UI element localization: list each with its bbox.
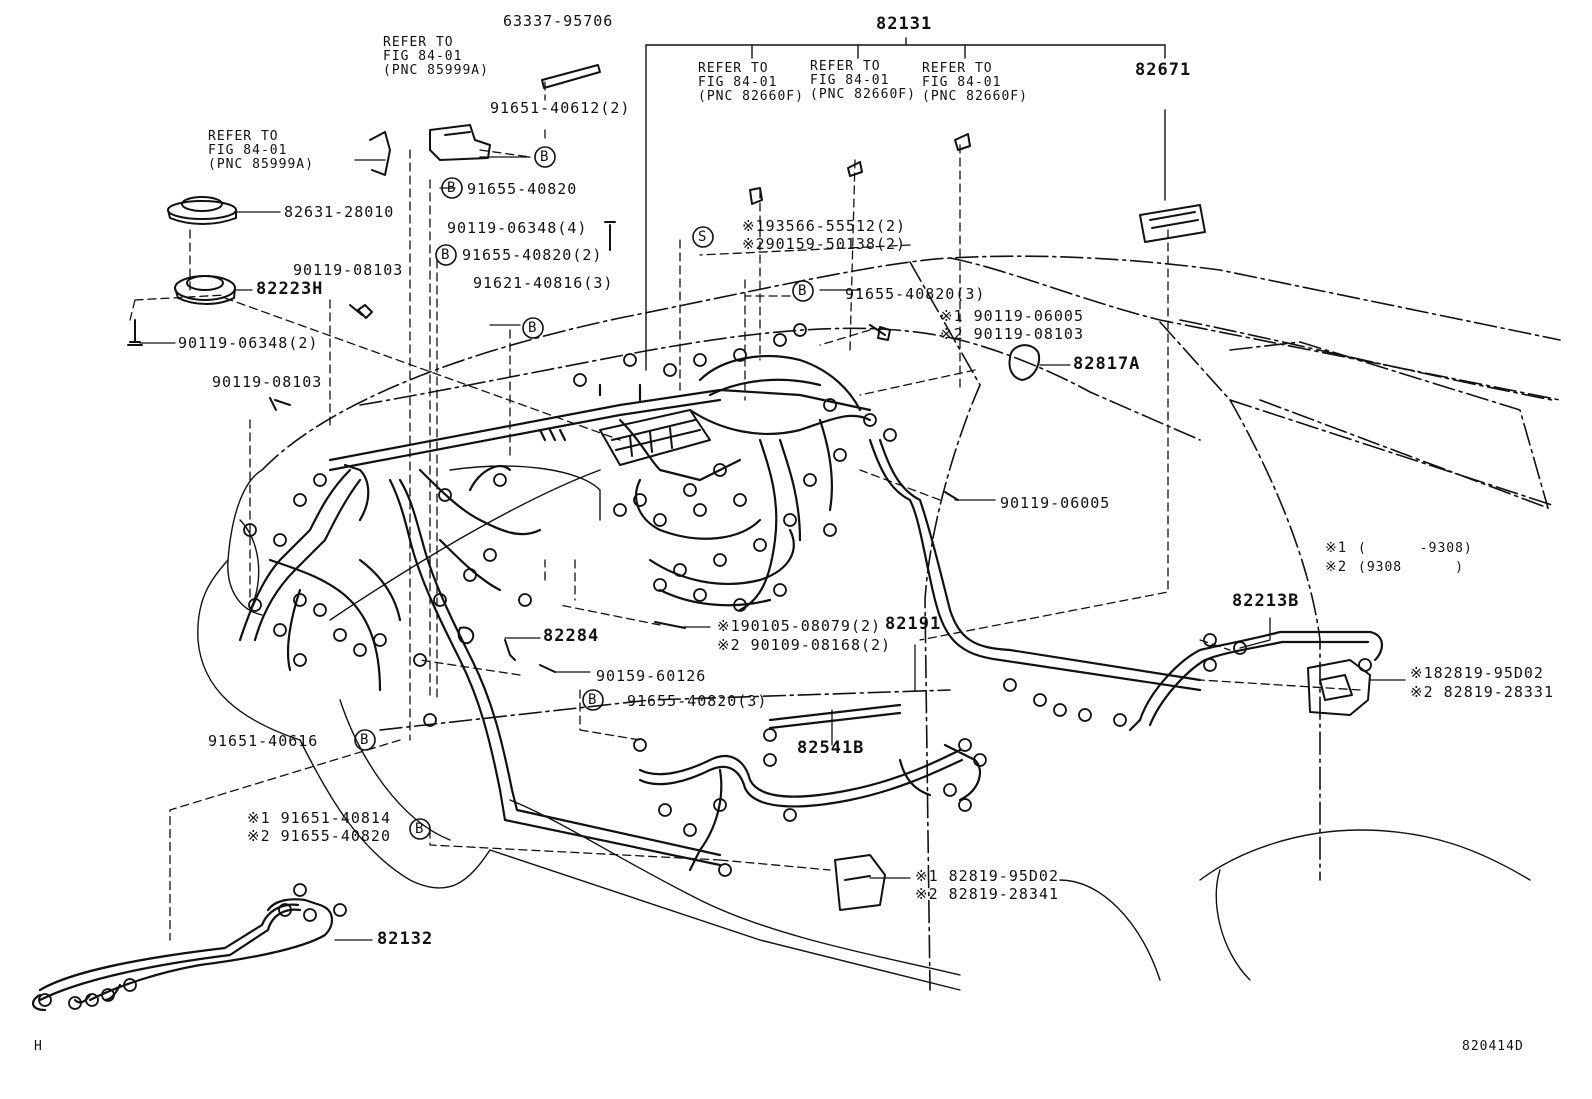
callout-b-5: B [798, 283, 808, 299]
label-90119-06348-2: 90119-06348(2) [178, 334, 319, 352]
bracket-85999a-lower [369, 131, 391, 176]
label-91655-40820-3b: 91655-40820(3) [627, 692, 768, 710]
label-82817a: 82817A [1073, 354, 1141, 374]
label-90119-06005-b: 90119-06005 [1000, 494, 1111, 512]
front-body [197, 465, 1531, 991]
part-82223h [174, 275, 236, 305]
refer-note-d: REFER TO FIG 84-01 (PNC 82660F) [810, 59, 916, 102]
part-82671-box [1139, 204, 1206, 243]
label-82631: 82631-28010 [284, 203, 395, 221]
label-90119-06005-a: ※1 90119-06005 [940, 307, 1084, 325]
label-82819-28331: ※2 82819-28331 [1410, 683, 1554, 701]
leader-lines-dashed [129, 81, 1361, 941]
label-82131: 82131 [876, 14, 933, 34]
part-82819-center [834, 854, 886, 911]
corner-mark: H [34, 1039, 43, 1054]
label-82541b: 82541B [797, 738, 865, 758]
connectors-82660f [749, 133, 971, 205]
group-bracket-82131 [645, 37, 1166, 371]
label-91655-40820-a: 91655-40820 [467, 180, 578, 198]
junction-block [599, 409, 711, 466]
label-63337: 63337-95706 [503, 12, 614, 30]
label-91655-40820-3a: 91655-40820(3) [845, 285, 986, 303]
label-82819-95d02-a: ※182819-95D02 [1410, 664, 1544, 682]
label-82819-28341: ※2 82819-28341 [915, 885, 1059, 903]
label-82223h: 82223H [256, 279, 324, 299]
callout-b-4: B [528, 320, 538, 336]
vehicle-body-outline [261, 255, 1561, 991]
part-82817a [1008, 344, 1041, 381]
label-90159-50138: ※290159-50138(2) [742, 235, 907, 253]
label-91621-40816: 91621-40816(3) [473, 274, 614, 292]
legend-row1-mark: ※1 [1325, 540, 1348, 556]
part-63337-strip [541, 64, 601, 89]
callout-s: S [698, 229, 708, 245]
label-90119-08103-b: 90119-08103 [212, 373, 323, 391]
label-91655-40820-2: 91655-40820(2) [462, 246, 603, 264]
legend-row1-text: ( -9308) [1358, 541, 1473, 556]
callout-b-7: B [360, 732, 370, 748]
bolts [127, 221, 959, 673]
callout-b-2: B [447, 180, 457, 196]
label-90119-06348-4: 90119-06348(4) [447, 219, 588, 237]
label-93566: ※193566-55512(2) [742, 217, 907, 235]
callout-circles [354, 146, 814, 840]
callout-b-6: B [588, 692, 598, 708]
main-harness-82131 [328, 354, 1202, 692]
label-90119-08103-c: ※2 90119-08103 [940, 325, 1084, 343]
label-90105: ※190105-08079(2) [717, 617, 882, 635]
harness-82541b [638, 703, 982, 872]
legend-row2-text: (9308 ) [1358, 560, 1464, 575]
label-91655-40820-b: ※2 91655-40820 [247, 827, 391, 845]
label-90159-60126: 90159-60126 [596, 667, 707, 685]
refer-note-b: REFER TO FIG 84-01 (PNC 85999A) [208, 129, 314, 172]
part-82631 [167, 196, 237, 225]
label-82819-95d02-b: ※1 82819-95D02 [915, 867, 1059, 885]
rear-window [1229, 341, 1549, 509]
label-91651-40814: ※1 91651-40814 [247, 809, 391, 827]
label-91651-40616: 91651-40616 [208, 732, 319, 750]
label-82671: 82671 [1135, 60, 1192, 80]
callout-b-3: B [441, 247, 451, 263]
label-91651-40612: 91651-40612(2) [490, 99, 631, 117]
label-82284: 82284 [543, 626, 600, 646]
label-90119-08103-a: 90119-08103 [293, 261, 404, 279]
harness-82213b [1128, 630, 1383, 732]
figure-id: 820414D [1462, 1039, 1524, 1054]
refer-note-e: REFER TO FIG 84-01 (PNC 82660F) [922, 61, 1028, 104]
legend-row2-mark: ※2 [1325, 559, 1348, 575]
part-82284 [457, 626, 516, 661]
label-82213b: 82213B [1232, 591, 1300, 611]
bracket-85999a-upper [429, 124, 491, 161]
callout-b-1: B [540, 149, 550, 165]
part-82819-right [1307, 659, 1371, 716]
front-harness [238, 464, 722, 867]
harness-connectors [38, 323, 1372, 1010]
callout-b-8: B [415, 821, 425, 837]
label-82132: 82132 [377, 929, 434, 949]
label-82191: 82191 [885, 614, 942, 634]
label-90109: ※2 90109-08168(2) [717, 636, 892, 654]
refer-note-a: REFER TO FIG 84-01 (PNC 85999A) [383, 35, 489, 78]
refer-note-c: REFER TO FIG 84-01 (PNC 82660F) [698, 61, 804, 104]
